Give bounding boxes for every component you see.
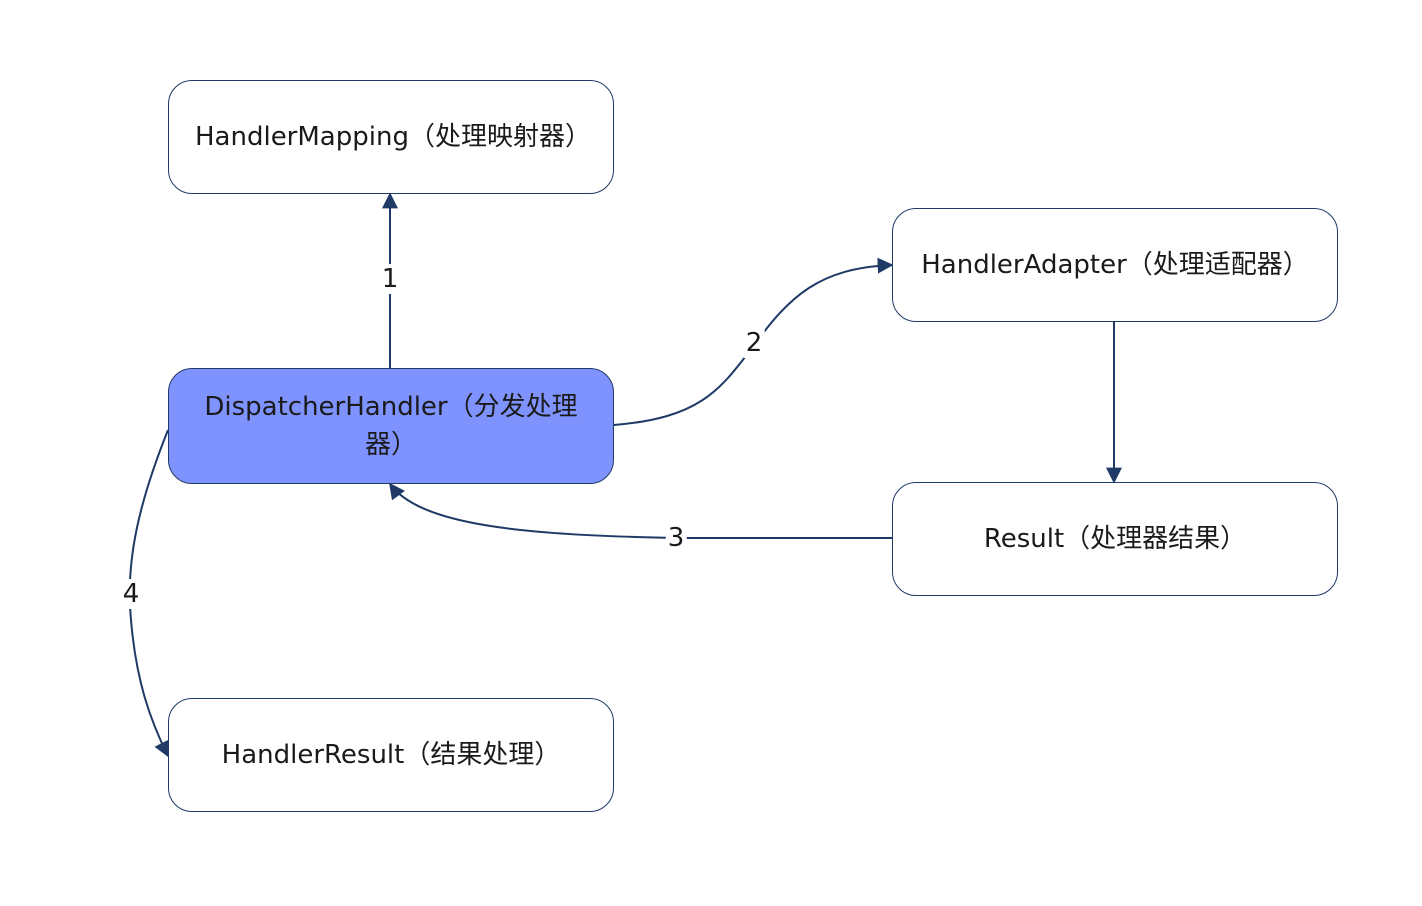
handler-mapping-label: HandlerMapping（处理映射器） <box>195 122 591 152</box>
edge-result-to-dispatcher <box>389 482 892 539</box>
dispatcher-handler-label: DispatcherHandler（分发处理器） <box>204 392 578 460</box>
edge-label-3: 3 <box>665 523 687 553</box>
result-node: Result（处理器结果） <box>892 482 1338 596</box>
handler-result-label: HandlerResult（结果处理） <box>221 740 561 770</box>
handler-mapping-node: HandlerMapping（处理映射器） <box>168 80 614 194</box>
edge-label-2: 2 <box>743 328 765 358</box>
handler-adapter-label: HandlerAdapter（处理适配器） <box>921 250 1309 280</box>
handler-adapter-node: HandlerAdapter（处理适配器） <box>892 208 1338 322</box>
handler-result-node: HandlerResult（结果处理） <box>168 698 614 812</box>
dispatcher-handler-node: DispatcherHandler（分发处理器） <box>168 368 614 484</box>
edge-label-1: 1 <box>379 264 401 294</box>
edge-label-4: 4 <box>120 579 142 609</box>
result-label: Result（处理器结果） <box>983 524 1247 554</box>
edge-dispatcher-to-handler-result <box>128 429 169 758</box>
